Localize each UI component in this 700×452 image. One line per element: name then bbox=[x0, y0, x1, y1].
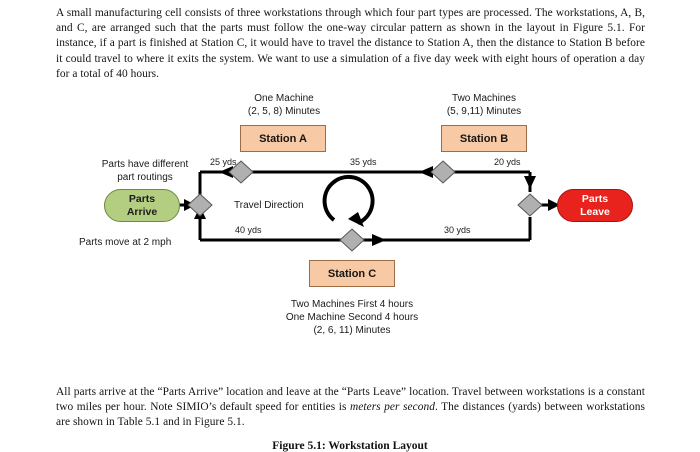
station-a-times: (2, 5, 8) Minutes bbox=[247, 106, 321, 117]
arrow-toward-station-c bbox=[372, 234, 386, 246]
routing-annotation-line-2: part routings bbox=[117, 172, 173, 183]
node-station-a bbox=[228, 160, 254, 184]
node-group bbox=[187, 160, 543, 252]
node-station-c bbox=[339, 228, 365, 252]
closing-paragraph-part-2: . The distances (yards) between workstat… bbox=[56, 401, 646, 429]
parts-leave-label-line-2: Leave bbox=[580, 205, 610, 218]
parts-leave-label-line-1: Parts bbox=[581, 192, 609, 205]
travel-direction-arrow-icon bbox=[322, 174, 375, 227]
travel-direction-label: Travel Direction bbox=[234, 200, 304, 211]
station-c-note-line-1: Two Machines First 4 hours bbox=[290, 299, 414, 310]
station-a-machine-count: One Machine bbox=[254, 93, 314, 104]
distance-station-b-to-leave: 20 yds bbox=[494, 157, 521, 167]
station-c-box[interactable]: Station C bbox=[309, 260, 395, 287]
routing-annotation-line-1: Parts have different bbox=[101, 159, 189, 170]
workstation-layout-figure: One Machine (2, 5, 8) Minutes Station A … bbox=[0, 88, 700, 452]
distance-arrive-to-station-a: 25 yds bbox=[210, 157, 237, 167]
closing-paragraph-part-1: All parts arrive at the “Parts Arrive” l… bbox=[56, 386, 645, 414]
arrow-toward-station-b bbox=[419, 166, 433, 178]
distance-station-a-to-b: 35 yds bbox=[350, 157, 377, 167]
station-b-machine-count: Two Machines bbox=[452, 93, 516, 104]
intro-paragraph: A small manufacturing cell consists of t… bbox=[56, 7, 645, 80]
station-a-box[interactable]: Station A bbox=[240, 125, 326, 152]
distance-leave-to-station-c: 30 yds bbox=[444, 225, 471, 235]
closing-paragraph: All parts arrive at the “Parts Arrive” l… bbox=[56, 385, 645, 431]
parts-arrive-label-line-1: Parts bbox=[128, 192, 156, 205]
figure-caption: Figure 5.1: Workstation Layout bbox=[272, 440, 428, 452]
station-c-note-line-2: One Machine Second 4 hours bbox=[285, 312, 419, 323]
parts-leave-node[interactable]: Parts Leave bbox=[557, 189, 633, 222]
node-station-b bbox=[430, 160, 456, 184]
circuit-path bbox=[198, 170, 532, 242]
leave-connector bbox=[541, 199, 560, 211]
station-b-times: (5, 9,11) Minutes bbox=[446, 106, 522, 117]
closing-paragraph-italic: meters per second bbox=[350, 401, 435, 414]
node-arrive bbox=[187, 193, 213, 217]
station-b-box[interactable]: Station B bbox=[441, 125, 527, 152]
parts-arrive-node[interactable]: Parts Arrive bbox=[104, 189, 180, 222]
arrow-toward-station-a bbox=[219, 166, 233, 178]
parts-speed-annotation: Parts move at 2 mph bbox=[79, 237, 172, 248]
parts-arrive-label-line-2: Arrive bbox=[126, 205, 158, 218]
distance-station-c-to-arrive: 40 yds bbox=[235, 225, 262, 235]
station-c-times: (2, 6, 11) Minutes bbox=[313, 325, 391, 336]
node-leave bbox=[517, 193, 543, 217]
arrow-toward-parts-leave bbox=[524, 176, 536, 189]
document-page: A small manufacturing cell consists of t… bbox=[0, 7, 700, 452]
